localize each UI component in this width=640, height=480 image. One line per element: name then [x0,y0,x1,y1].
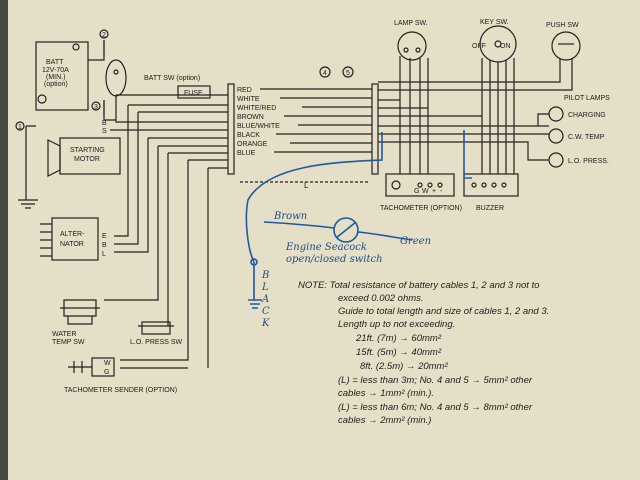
fuse-label: FUSE [184,90,203,97]
note-line-4: Length up to not exceeding. [338,319,455,330]
wiring-diagram: BATT 12V-70A (MIN.) (option) 1 2 3 4 5 B… [15,19,610,426]
alternator: ALTER- NATOR E B L [40,217,107,261]
wire-brown: BROWN [237,114,264,121]
wire-orange: ORANGE [237,141,268,148]
note-line-7: 8ft. (2.5m) → 20mm² [360,361,448,372]
tachometer-sender: W G TACHOMETER SENDER (OPTION) [64,357,177,394]
handwritten-black-l: L [261,282,269,293]
tach-terminal-g: G [414,188,419,195]
wire-blue: BLUE [237,150,256,157]
alternator-label-1: ALTER- [60,231,85,238]
note-line-10: (L) = less than 6m; No. 4 and 5 → 8mm² o… [338,402,533,413]
water-temp-sw-label-1: WATER [52,331,77,338]
handwritten-brown: Brown [273,211,307,222]
buzzer-label: BUZZER [476,205,504,212]
harness-main [260,88,372,153]
lo-press-switch: L.O. PRESS SW [130,318,183,346]
lamp-charging-label: CHARGING [568,112,606,119]
starting-motor-label-2: MOTOR [74,156,100,163]
water-temp-switch: WATER TEMP SW [52,299,100,346]
pilot-lamps: PILOT LAMPS CHARGING C.W. TEMP L.O. PRES… [378,95,610,168]
handwritten-annotations: Brown Green Engine Seacock open/closed s… [245,130,472,329]
handwritten-green: Green [400,236,431,247]
wire-red: RED [237,87,252,94]
starting-motor: STARTING MOTOR B S [47,120,121,177]
handwritten-black-a: A [261,294,269,305]
key-off-label: OFF [472,43,486,50]
sender-terminal-g: G [104,369,109,376]
tachometer-sender-label: TACHOMETER SENDER (OPTION) [64,387,177,394]
alternator-terminal-l: L [102,251,106,258]
note-line-5: 21ft. (7m) → 60mm² [355,333,442,344]
push-switch: PUSH SW [546,22,581,61]
cable-number-3: 3 [94,104,98,111]
wire-blue-white: BLUE/WHITE [237,123,280,130]
tach-terminal-minus: - [440,188,443,195]
tachometer-label: TACHOMETER (OPTION) [380,205,462,212]
alternator-terminal-b: B [102,242,107,249]
diagram-page: BATT 12V-70A (MIN.) (option) 1 2 3 4 5 B… [8,0,640,480]
note-line-3: Guide to total length and size of cables… [338,306,549,317]
pilot-lamps-label: PILOT LAMPS [564,95,610,102]
length-marker-label: L [304,181,309,190]
sender-terminal-w: W [104,360,111,367]
batt-sw-label: BATT SW (option) [144,75,200,82]
fuse: FUSE [177,85,211,99]
note-block: NOTE: Total resistance of battery cables… [298,280,549,426]
buzzer: BUZZER [463,173,519,212]
key-on-label: ON [500,43,511,50]
lamp-lo-press-label: L.O. PRESS. [568,158,609,165]
water-temp-sw-label-2: TEMP SW [52,339,85,346]
alternator-terminal-e: E [102,233,107,240]
starter-terminal-s: S [102,128,107,135]
battery-switch: BATT SW (option) [103,40,200,115]
lamp-cw-temp-label: C.W. TEMP [568,134,605,141]
wire-labels: RED WHITE WHITE/RED BROWN BLUE/WHITE BLA… [237,87,280,157]
push-sw-label: PUSH SW [546,22,579,29]
note-line-1: NOTE: Total resistance of battery cables… [298,280,540,291]
starting-motor-label-1: STARTING [70,147,105,154]
harness-left [104,94,228,369]
alternator-label-2: NATOR [60,241,84,248]
lo-press-sw-label: L.O. PRESS SW [130,339,183,346]
wire-black: BLACK [237,132,260,139]
tach-terminal-w: W [422,188,429,195]
lamp-switch: LAMP SW. [394,20,428,61]
key-sw-label: KEY SW. [480,19,509,26]
tach-terminal-plus: + [432,188,436,195]
handwritten-black-b: B [261,270,269,281]
handwritten-switch-line-1: Engine Seacock [285,242,367,253]
note-line-2: exceed 0.002 ohms. [338,293,424,304]
cable-number-1: 1 [18,124,22,131]
junction-left [227,83,235,175]
tachometer: G W + - TACHOMETER (OPTION) [380,173,462,212]
batt-min: (MIN.) [46,74,65,81]
batt-spec: 12V-70A [42,67,69,74]
key-switch: KEY SW. OFF ON [472,19,517,63]
batt-option: (option) [44,81,68,88]
note-line-9: cables → 1mm² (min.). [338,388,434,399]
cable-number-4: 4 [323,70,327,77]
lamp-sw-label: LAMP SW. [394,20,428,27]
cable-numbers: 1 2 3 4 5 [15,29,354,131]
batt-label: BATT [46,59,64,66]
length-marker: L [240,181,370,190]
handwritten-black-c: C [262,306,270,317]
wire-white: WHITE [237,96,260,103]
note-line-8: (L) = less than 3m; No. 4 and 5 → 5mm² o… [338,375,533,386]
cable-number-5: 5 [346,70,350,77]
note-line-11: cables → 2mm² (min.) [338,415,431,426]
junction-right [371,83,379,175]
battery: BATT 12V-70A (MIN.) (option) [35,41,89,111]
handwritten-switch-line-2: open/closed switch [286,254,383,265]
cable-number-2: 2 [102,32,106,39]
handwritten-black-k: K [261,318,270,329]
starter-terminal-b: B [102,120,107,127]
note-line-6: 15ft. (5m) → 40mm² [356,347,442,358]
wire-white-red: WHITE/RED [237,105,276,112]
